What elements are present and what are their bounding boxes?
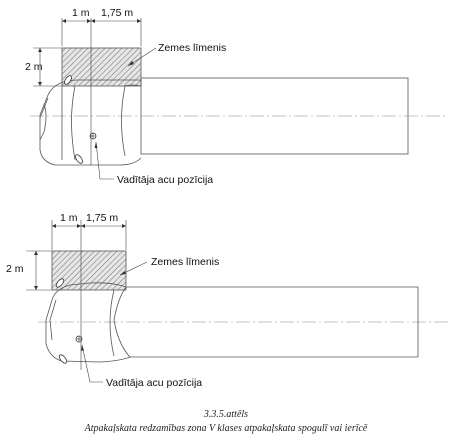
truck-outline — [45, 282, 419, 363]
eye-position-label: Vadītāja acu pozīcija — [117, 174, 213, 186]
mirror-left-icon — [55, 278, 65, 288]
dim-height: 2 m — [6, 263, 24, 275]
leader-eye — [95, 141, 114, 180]
figure-caption: Atpakaļskata redzamības zona V klases at… — [84, 423, 368, 434]
dimension-lines — [26, 220, 127, 291]
leader-eye — [81, 344, 103, 383]
mirror-right-icon — [58, 354, 68, 364]
diagram-top: 1 m 1,75 m 2 m Zemes — [25, 7, 448, 186]
dim-height: 2 m — [25, 61, 43, 73]
mirror-right-icon — [75, 154, 83, 164]
dim-width-1: 1 m — [72, 7, 90, 19]
dim-width-1: 1 m — [60, 212, 78, 224]
eye-position-icon — [75, 335, 83, 343]
eye-position-icon — [89, 132, 97, 140]
figure-number: 3.3.5.attēls — [203, 409, 249, 420]
dim-width-2: 1,75 m — [86, 212, 118, 224]
mirror-left-icon — [64, 75, 72, 85]
dim-width-2: 1,75 m — [101, 7, 133, 19]
ground-level-label: Zemes līmenis — [158, 42, 226, 54]
eye-position-label: Vadītāja acu pozīcija — [106, 377, 202, 389]
diagram-bottom: 1 m 1,75 m 2 m Zemes līmenis Vadītāja ac… — [6, 212, 448, 389]
dimension-lines — [33, 18, 142, 87]
ground-level-label: Zemes līmenis — [151, 256, 219, 268]
truck-outline — [39, 77, 409, 166]
